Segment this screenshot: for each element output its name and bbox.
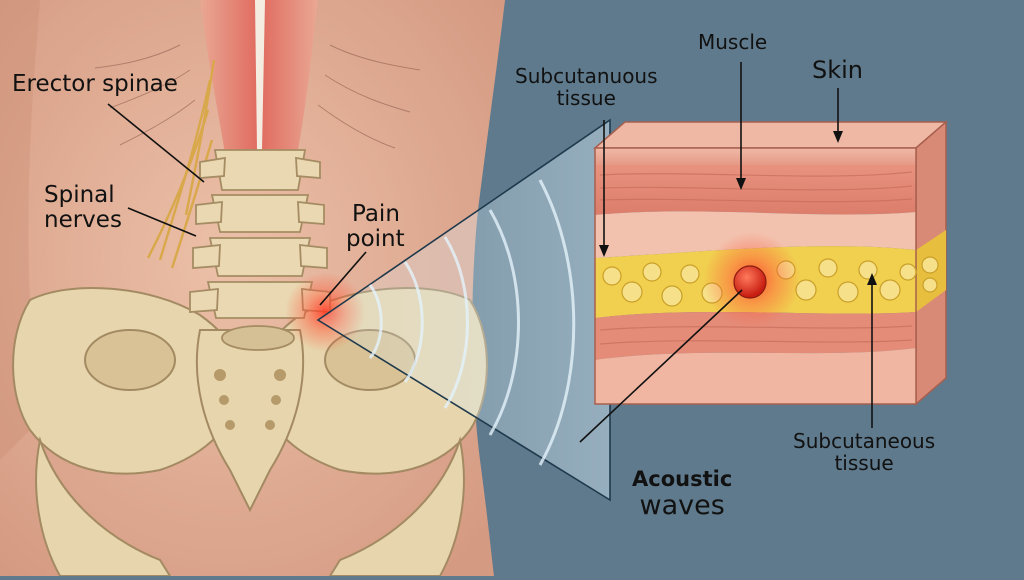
acoustic-waves-arcs	[368, 179, 576, 466]
label-subcutaneous-top: Subcutanuous tissue	[515, 64, 658, 110]
label-subcutaneous-bottom-line1: Subcutaneous	[793, 429, 936, 453]
leader-lines	[107, 62, 873, 443]
label-subcutaneous-top-line1: Subcutanuous	[515, 64, 658, 88]
tissue-block	[592, 120, 949, 406]
label-acoustic-waves: Acoustic waves	[632, 468, 732, 520]
sacral-foramina	[214, 369, 286, 430]
label-subcutaneous-top-line2: tissue	[556, 85, 616, 110]
label-pain-point: Pain point	[346, 202, 405, 252]
label-muscle: Muscle	[698, 30, 768, 54]
label-spinal-nerves-line1: Spinal	[44, 182, 115, 208]
leader-arrowheads	[599, 131, 877, 285]
label-skin: Skin	[812, 56, 864, 84]
label-subcutaneous-bottom: Subcutaneous tissue	[793, 429, 936, 475]
label-spinal-nerves-line2: nerves	[44, 206, 122, 233]
label-pain-point-line1: Pain	[352, 201, 400, 227]
label-erector-spinae: Erector spinae	[12, 71, 178, 97]
label-spinal-nerves: Spinal nerves	[44, 183, 122, 233]
spinal-nerves	[146, 59, 216, 269]
label-acoustic-waves-line2: waves	[639, 489, 725, 521]
label-acoustic-waves-line1: Acoustic	[632, 467, 733, 491]
label-pain-point-line2: point	[346, 225, 405, 252]
label-subcutaneous-bottom-line2: tissue	[834, 450, 894, 475]
